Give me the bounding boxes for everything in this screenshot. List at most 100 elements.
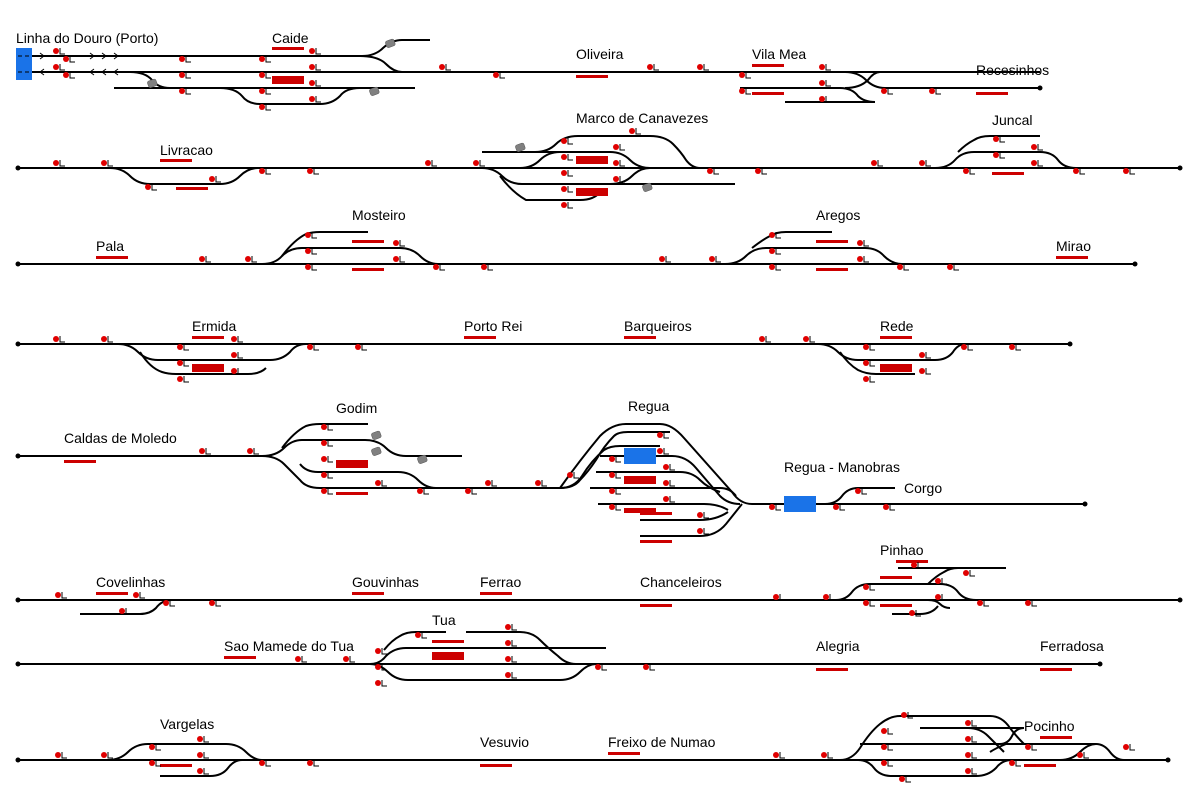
- signal-lamp[interactable]: [1073, 168, 1079, 174]
- signal-lamp[interactable]: [1009, 344, 1015, 350]
- signal-lamp[interactable]: [197, 752, 203, 758]
- signal-lamp[interactable]: [819, 80, 825, 86]
- wagon[interactable]: [417, 454, 428, 465]
- signal-lamp[interactable]: [613, 144, 619, 150]
- signal-lamp[interactable]: [1031, 144, 1037, 150]
- signal-lamp[interactable]: [179, 88, 185, 94]
- signal-lamp[interactable]: [643, 664, 649, 670]
- signal-lamp[interactable]: [857, 240, 863, 246]
- signal-lamp[interactable]: [819, 96, 825, 102]
- signal-lamp[interactable]: [209, 176, 215, 182]
- signal-lamp[interactable]: [393, 256, 399, 262]
- signal-lamp[interactable]: [697, 528, 703, 534]
- signal-lamp[interactable]: [305, 248, 311, 254]
- signal-lamp[interactable]: [919, 160, 925, 166]
- signal-lamp[interactable]: [739, 72, 745, 78]
- signal-lamp[interactable]: [295, 656, 301, 662]
- signal-lamp[interactable]: [909, 610, 915, 616]
- signal-lamp[interactable]: [199, 256, 205, 262]
- signal-lamp[interactable]: [163, 600, 169, 606]
- signal-lamp[interactable]: [393, 240, 399, 246]
- signal-lamp[interactable]: [863, 376, 869, 382]
- train-locomotive[interactable]: [624, 448, 656, 464]
- signal-lamp[interactable]: [231, 352, 237, 358]
- signal-lamp[interactable]: [177, 344, 183, 350]
- signal-lamp[interactable]: [769, 248, 775, 254]
- signal-lamp[interactable]: [307, 344, 313, 350]
- signal-lamp[interactable]: [149, 760, 155, 766]
- signal-lamp[interactable]: [375, 664, 381, 670]
- signal-lamp[interactable]: [259, 56, 265, 62]
- signal-lamp[interactable]: [863, 600, 869, 606]
- signal-lamp[interactable]: [595, 664, 601, 670]
- signal-lamp[interactable]: [833, 504, 839, 510]
- signal-lamp[interactable]: [663, 480, 669, 486]
- signal-lamp[interactable]: [53, 336, 59, 342]
- signal-lamp[interactable]: [759, 336, 765, 342]
- signal-lamp[interactable]: [609, 488, 615, 494]
- signal-lamp[interactable]: [965, 736, 971, 742]
- wagon[interactable]: [369, 86, 380, 97]
- signal-lamp[interactable]: [55, 592, 61, 598]
- signal-lamp[interactable]: [259, 72, 265, 78]
- signal-lamp[interactable]: [819, 64, 825, 70]
- signal-lamp[interactable]: [417, 488, 423, 494]
- signal-lamp[interactable]: [561, 202, 567, 208]
- signal-lamp[interactable]: [307, 760, 313, 766]
- signal-lamp[interactable]: [247, 448, 253, 454]
- signal-lamp[interactable]: [321, 456, 327, 462]
- signal-lamp[interactable]: [919, 368, 925, 374]
- signal-lamp[interactable]: [613, 176, 619, 182]
- signal-lamp[interactable]: [769, 264, 775, 270]
- signal-lamp[interactable]: [305, 264, 311, 270]
- signal-lamp[interactable]: [305, 232, 311, 238]
- signal-lamp[interactable]: [961, 344, 967, 350]
- signal-lamp[interactable]: [561, 186, 567, 192]
- signal-lamp[interactable]: [911, 562, 917, 568]
- signal-lamp[interactable]: [697, 64, 703, 70]
- signal-lamp[interactable]: [773, 594, 779, 600]
- signal-lamp[interactable]: [321, 472, 327, 478]
- signal-lamp[interactable]: [209, 600, 215, 606]
- signal-lamp[interactable]: [881, 760, 887, 766]
- signal-lamp[interactable]: [561, 154, 567, 160]
- signal-lamp[interactable]: [53, 160, 59, 166]
- signal-lamp[interactable]: [309, 48, 315, 54]
- wagon[interactable]: [147, 78, 158, 89]
- signal-lamp[interactable]: [657, 432, 663, 438]
- signal-lamp[interactable]: [1025, 744, 1031, 750]
- signal-lamp[interactable]: [119, 608, 125, 614]
- signal-lamp[interactable]: [433, 264, 439, 270]
- signal-lamp[interactable]: [245, 256, 251, 262]
- signal-lamp[interactable]: [855, 488, 861, 494]
- signal-lamp[interactable]: [561, 138, 567, 144]
- signal-lamp[interactable]: [63, 72, 69, 78]
- signal-lamp[interactable]: [55, 752, 61, 758]
- wagon[interactable]: [371, 446, 382, 457]
- signal-lamp[interactable]: [963, 168, 969, 174]
- signal-lamp[interactable]: [769, 504, 775, 510]
- signal-lamp[interactable]: [821, 752, 827, 758]
- signal-lamp[interactable]: [375, 480, 381, 486]
- signal-lamp[interactable]: [697, 512, 703, 518]
- signal-lamp[interactable]: [375, 648, 381, 654]
- signal-lamp[interactable]: [609, 504, 615, 510]
- signal-lamp[interactable]: [307, 168, 313, 174]
- signal-lamp[interactable]: [857, 256, 863, 262]
- signal-lamp[interactable]: [179, 56, 185, 62]
- signal-lamp[interactable]: [1077, 752, 1083, 758]
- signal-lamp[interactable]: [755, 168, 761, 174]
- signal-lamp[interactable]: [259, 168, 265, 174]
- signal-lamp[interactable]: [375, 680, 381, 686]
- signal-lamp[interactable]: [321, 424, 327, 430]
- signal-lamp[interactable]: [803, 336, 809, 342]
- signal-lamp[interactable]: [663, 464, 669, 470]
- signal-lamp[interactable]: [883, 504, 889, 510]
- signal-lamp[interactable]: [101, 752, 107, 758]
- signal-lamp[interactable]: [101, 336, 107, 342]
- signal-lamp[interactable]: [561, 170, 567, 176]
- signal-lamp[interactable]: [647, 64, 653, 70]
- signal-lamp[interactable]: [773, 752, 779, 758]
- signal-lamp[interactable]: [963, 570, 969, 576]
- signal-lamp[interactable]: [863, 344, 869, 350]
